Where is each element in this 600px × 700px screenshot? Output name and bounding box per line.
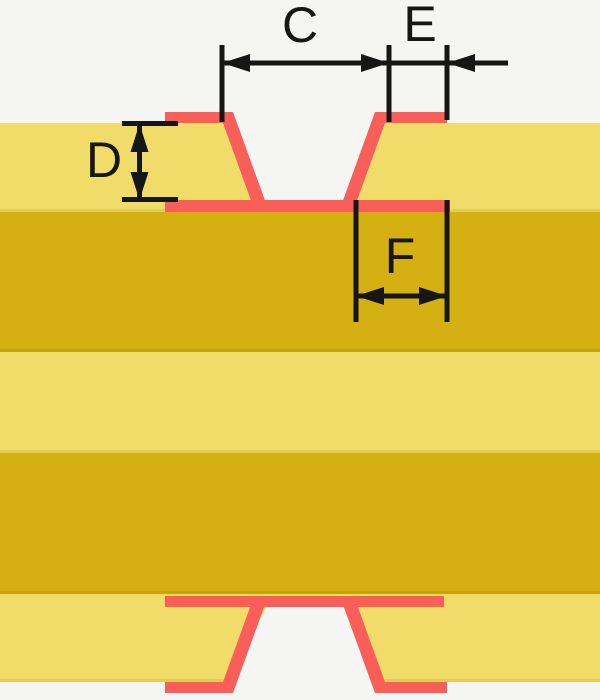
bottom-groove-right-lip-plating [377, 682, 447, 693]
dim-c-extension-line-left [219, 45, 225, 122]
bottom-groove-left-lip-plating [165, 682, 233, 693]
top-groove-left-lip-plating [165, 112, 227, 123]
dim-f-extension-line-right [444, 200, 450, 322]
layer-2-bottom-edge [0, 349, 600, 352]
dim-d-arrowhead-down-icon [130, 172, 149, 200]
dim-f-extension-line-left [353, 200, 359, 322]
layer-2-dark [0, 212, 600, 352]
layer-3-bottom-edge [0, 450, 600, 453]
bottom-groove-interior [216, 606, 394, 700]
layer-4-dark [0, 453, 600, 594]
dim-e-arrowhead-icon [447, 54, 475, 72]
layer-4-bottom-edge [0, 591, 600, 594]
dim-d-dimension-line [137, 126, 142, 198]
dim-c-arrowhead-right-icon [361, 54, 389, 72]
layer-3-light [0, 352, 600, 453]
bottom-groove-top-plating-strip [165, 596, 444, 607]
top-groove-right-lip-plating [383, 112, 447, 123]
dim-d-tick-top [122, 121, 178, 126]
top-groove [165, 95, 450, 212]
dim-c-arrowhead-left-icon [222, 54, 250, 72]
dim-f-arrowhead-left-icon [356, 287, 384, 305]
label-e: E [403, 0, 436, 52]
label-d: D [86, 132, 122, 188]
bottom-groove-left-bevel-plating [219, 599, 267, 693]
bottom-groove [165, 596, 447, 700]
dim-f-arrowhead-right-icon [419, 287, 447, 305]
dimension-f: F [353, 200, 450, 322]
dimension-d: D [86, 121, 178, 202]
dim-d-tick-bottom [122, 197, 178, 202]
label-f: F [385, 228, 416, 284]
top-groove-bottom-plating-strip [165, 200, 450, 212]
dim-c-extension-line-right [386, 45, 392, 122]
dimension-c-e: C E [219, 0, 508, 122]
top-groove-left-bevel-plating [219, 112, 267, 206]
dim-d-arrowhead-up-icon [130, 124, 149, 152]
top-groove-right-bevel-plating [341, 112, 389, 206]
dim-f-dimension-line [356, 293, 447, 299]
dim-e-extension-line-right [444, 45, 450, 120]
label-c: C [282, 0, 318, 53]
bottom-groove-right-bevel-plating [341, 599, 389, 693]
top-groove-interior [222, 95, 389, 201]
